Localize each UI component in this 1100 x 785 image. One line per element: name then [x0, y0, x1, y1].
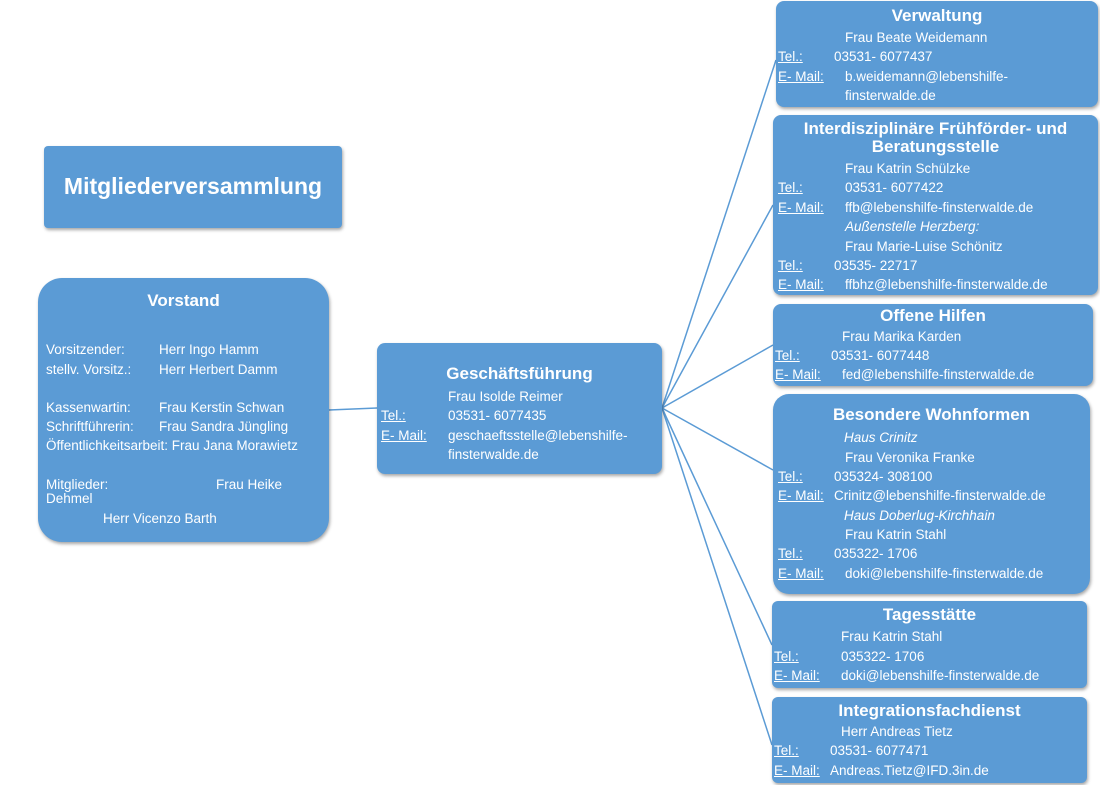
mitglied-2: Herr Vicenzo Barth — [103, 511, 217, 526]
wohn-tel1: 035324- 308100 — [834, 469, 933, 484]
ffb-mail2-label: E- Mail: — [778, 277, 824, 292]
gf-mail-label: E- Mail: — [381, 428, 427, 443]
offene-mail: fed@lebenshilfe-finsterwalde.de — [842, 367, 1035, 382]
schrift-label: Schriftführerin: — [46, 419, 134, 434]
ifd-tel: 03531- 6077471 — [830, 743, 929, 758]
wohn-tel1-label: Tel.: — [778, 469, 803, 484]
wohn-haus1: Haus Crinitz — [844, 430, 918, 445]
verwaltung-mail-a: b.weidemann@lebenshilfe- — [845, 69, 1009, 84]
verwaltung-tel: 03531- 6077437 — [834, 49, 933, 64]
ffb-tel: 03531- 6077422 — [845, 180, 944, 195]
tages-tel-label: Tel.: — [774, 649, 799, 664]
wohn-mail2-label: E- Mail: — [778, 566, 824, 581]
tages-person: Frau Katrin Stahl — [841, 629, 943, 644]
connector-gf-verwaltung — [661, 59, 777, 409]
offene-person: Frau Marika Karden — [842, 329, 962, 344]
gf-mail-a: geschaeftsstelle@lebenshilfe- — [448, 428, 628, 443]
verwaltung-mail-label: E- Mail: — [778, 69, 824, 84]
wohn-person1: Frau Veronika Franke — [845, 450, 975, 465]
fruehfoerderung-title-a: Interdisziplinäre Frühförder- und — [803, 119, 1068, 138]
mitglied-1-b: Dehmel — [46, 491, 93, 506]
verwaltung-person: Frau Beate Weidemann — [845, 30, 988, 45]
mitgliederversammlung-title: Mitgliederversammlung — [63, 173, 323, 199]
connector-gf-ifd — [661, 407, 773, 746]
tagesstaette-title: Tagesstätte — [882, 605, 977, 624]
gf-tel: 03531- 6077435 — [448, 408, 547, 423]
wohn-mail2: doki@lebenshilfe-finsterwalde.de — [845, 566, 1044, 581]
wohnformen-title: Besondere Wohnformen — [832, 405, 1031, 424]
connector-gf-ffb — [661, 204, 774, 409]
connector-gf-tages — [661, 407, 773, 646]
tages-mail: doki@lebenshilfe-finsterwalde.de — [841, 668, 1040, 683]
geschaeftsfuehrung-box: Geschäftsführung Frau Isolde Reimer Tel.… — [377, 343, 662, 474]
offene-mail-label: E- Mail: — [775, 367, 821, 382]
ffb-person2: Frau Marie-Luise Schönitz — [845, 239, 1003, 254]
ifd-mail: Andreas.Tietz@IFD.3in.de — [830, 763, 989, 778]
vorstand-box: Vorstand Vorsitzender: Herr Ingo Hamm st… — [38, 278, 329, 542]
verwaltung-tel-label: Tel.: — [778, 49, 803, 64]
ifd-mail-label: E- Mail: — [774, 763, 820, 778]
ffb-mail: ffb@lebenshilfe-finsterwalde.de — [845, 200, 1034, 215]
schrift-name: Frau Sandra Jüngling — [159, 419, 289, 434]
fruehfoerderung-title-b: Beratungsstelle — [871, 137, 1000, 156]
stellv-label: stellv. Vorsitz.: — [46, 362, 132, 377]
integrationsfachdienst-box: Integrationsfachdienst Herr Andreas Tiet… — [772, 697, 1087, 783]
vorstand-title: Vorstand — [147, 291, 220, 310]
gf-person: Frau Isolde Reimer — [448, 389, 563, 404]
tages-tel: 035322- 1706 — [841, 649, 925, 664]
verwaltung-mail-b: finsterwalde.de — [845, 88, 936, 103]
vorsitzender-label: Vorsitzender: — [46, 342, 125, 357]
mitglieder-label: Mitglieder: — [46, 477, 109, 492]
tagesstaette-box: Tagesstätte Frau Katrin Stahl Tel.: 0353… — [772, 601, 1087, 688]
fruehfoerderung-box: Interdisziplinäre Frühförder- und Beratu… — [773, 115, 1098, 295]
mitgliederversammlung-box: Mitgliederversammlung — [44, 146, 342, 228]
wohn-tel2: 035322- 1706 — [834, 546, 918, 561]
offene-tel-label: Tel.: — [775, 348, 800, 363]
ffb-aussenstelle: Außenstelle Herzberg: — [845, 219, 980, 234]
ffb-mail-label: E- Mail: — [778, 200, 824, 215]
offene-tel: 03531- 6077448 — [831, 348, 930, 363]
wohn-tel2-label: Tel.: — [778, 546, 803, 561]
wohn-person2: Frau Katrin Stahl — [845, 527, 947, 542]
geschaeftsfuehrung-title: Geschäftsführung — [446, 364, 593, 383]
wohn-mail1-label: E- Mail: — [778, 488, 824, 503]
mitglied-1-a: Frau Heike — [216, 477, 283, 492]
connector-gf-wohn — [661, 407, 774, 471]
tages-mail-label: E- Mail: — [774, 668, 820, 683]
verwaltung-title: Verwaltung — [891, 6, 983, 25]
ffb-tel-label: Tel.: — [778, 180, 803, 195]
ffb-mail2: ffbhz@lebenshilfe-finsterwalde.de — [845, 277, 1048, 292]
connector-vorstand-gf — [328, 407, 378, 411]
kassen-label: Kassenwartin: — [46, 400, 131, 415]
oeffentlichkeitsarbeit: Öffentlichkeitsarbeit: Frau Jana Morawie… — [46, 438, 298, 453]
stellv-name: Herr Herbert Damm — [159, 362, 278, 377]
gf-tel-label: Tel.: — [381, 408, 406, 423]
offene-hilfen-title: Offene Hilfen — [880, 306, 986, 325]
wohnformen-box: Besondere Wohnformen Haus Crinitz Frau V… — [773, 394, 1090, 594]
ffb-person: Frau Katrin Schülzke — [845, 161, 971, 176]
gf-mail-b: finsterwalde.de — [448, 447, 539, 462]
ifd-person: Herr Andreas Tietz — [841, 724, 953, 739]
kassen-name: Frau Kerstin Schwan — [159, 400, 285, 415]
offene-hilfen-box: Offene Hilfen Frau Marika Karden Tel.: 0… — [773, 304, 1093, 386]
connector-gf-offene — [661, 344, 774, 409]
wohn-mail1: Crinitz@lebenshilfe-finsterwalde.de — [834, 488, 1046, 503]
wohn-haus2: Haus Doberlug-Kirchhain — [844, 508, 995, 523]
ifd-tel-label: Tel.: — [774, 743, 799, 758]
verwaltung-box: Verwaltung Frau Beate Weidemann Tel.: 03… — [776, 1, 1098, 107]
vorsitzender-name: Herr Ingo Hamm — [159, 342, 259, 357]
ffb-tel2: 03535- 22717 — [834, 258, 918, 273]
integrationsfachdienst-title: Integrationsfachdienst — [838, 701, 1021, 720]
ffb-tel2-label: Tel.: — [778, 258, 803, 273]
